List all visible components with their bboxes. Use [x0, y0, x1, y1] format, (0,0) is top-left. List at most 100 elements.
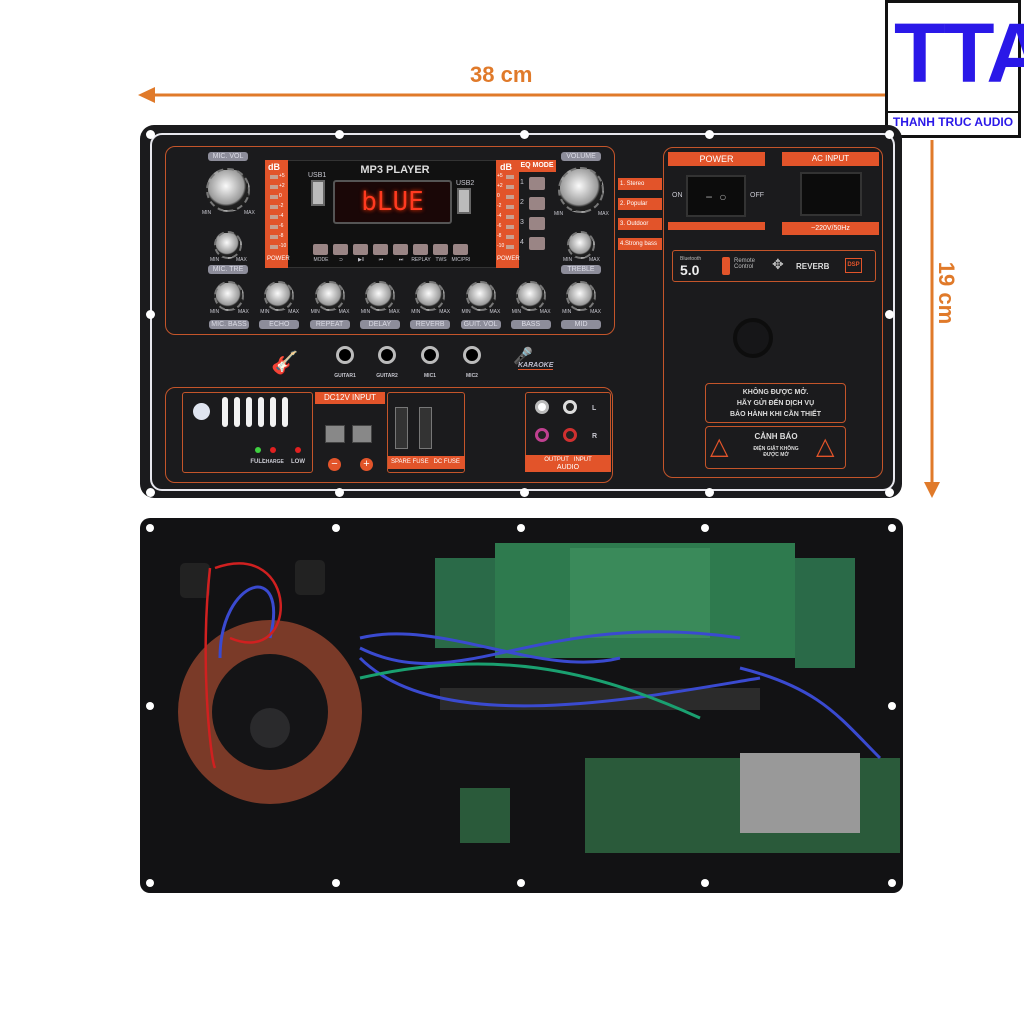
mounting-hole — [520, 488, 529, 497]
mp3-button[interactable] — [413, 244, 428, 255]
knob[interactable] — [364, 281, 395, 311]
ac-rating: ~220V/50Hz — [782, 222, 879, 235]
height-label: 19 cm — [934, 261, 960, 325]
small-pcb — [460, 788, 510, 843]
min-label: MIN — [202, 210, 212, 216]
db-tick: -4 — [279, 213, 284, 219]
mounting-hole — [520, 130, 529, 139]
knob[interactable] — [415, 281, 446, 311]
db-tick: +2 — [497, 183, 503, 189]
jack-label: GUITAR2 — [376, 373, 398, 379]
logo-name: THANH TRUC AUDIO — [888, 111, 1018, 129]
knob-label: MIC. BASS — [209, 320, 249, 329]
knob[interactable] — [264, 281, 295, 311]
knob[interactable] — [567, 231, 595, 259]
min-label: MIN — [360, 309, 371, 315]
max-label: MAX — [236, 257, 247, 263]
mp3-button[interactable] — [393, 244, 408, 255]
spare-fuse[interactable] — [395, 407, 408, 449]
db-led — [506, 205, 514, 209]
width-label: 38 cm — [470, 62, 533, 87]
audio-jack[interactable] — [336, 346, 354, 364]
led-display: bLUE — [333, 180, 452, 224]
knob-label: BASS — [510, 320, 551, 329]
output-r-jack[interactable] — [535, 428, 549, 442]
warning-box: KHÔNG ĐƯỢC MỞ. HÃY GỬI ĐẾN DỊCH VỤ BẢO H… — [705, 383, 846, 423]
mounting-hole — [335, 130, 344, 139]
mounting-screw — [733, 318, 773, 358]
knob[interactable] — [515, 281, 546, 311]
mp3-button-label: MIC/PRI — [451, 257, 471, 263]
input-l-jack[interactable] — [563, 400, 577, 414]
ac-socket-back — [180, 563, 210, 598]
mp3-button[interactable] — [313, 244, 328, 255]
ac-socket[interactable] — [800, 172, 862, 216]
dc-terminal-positive[interactable] — [352, 425, 372, 443]
knob[interactable] — [314, 281, 345, 311]
power-label-right: POWER — [497, 256, 520, 262]
power-switch-back — [295, 560, 325, 595]
knob[interactable] — [214, 281, 244, 311]
input-label: INPUT — [573, 457, 592, 463]
dc-terminal-negative[interactable] — [325, 425, 345, 443]
knob[interactable] — [206, 168, 250, 212]
knob[interactable] — [214, 231, 242, 259]
min-label: MIN — [511, 309, 521, 315]
eq-button[interactable] — [529, 217, 545, 230]
mp3-button[interactable] — [333, 244, 348, 255]
max-label: MAX — [489, 309, 501, 315]
status-led — [295, 447, 301, 453]
db-tick: +5 — [497, 173, 503, 179]
mounting-hole — [335, 488, 344, 497]
input-r-jack[interactable] — [563, 428, 577, 442]
db-tick: -4 — [497, 213, 502, 219]
warning-line: KHÔNG ĐƯỢC MỞ. — [742, 389, 809, 396]
power-title: POWER — [668, 152, 765, 166]
knob[interactable] — [558, 167, 604, 213]
status-led — [255, 447, 261, 453]
mp3-button-label: ▶‖ — [358, 257, 364, 263]
audio-jack[interactable] — [378, 346, 396, 364]
brand-logo: TTA THANH TRUC AUDIO — [885, 0, 1024, 138]
audio-jack[interactable] — [421, 346, 439, 364]
db-tick: +5 — [279, 173, 285, 179]
eq-mode-label: 1. Stereo — [618, 178, 662, 190]
mp3-button[interactable] — [373, 244, 388, 255]
dc-fuse-label: DC FUSE — [433, 459, 460, 465]
eq-button[interactable] — [529, 237, 545, 250]
eq-button-label: 4 — [520, 239, 524, 246]
max-label: MAX — [244, 210, 255, 216]
mp3-button[interactable] — [433, 244, 448, 255]
output-l-jack[interactable] — [535, 400, 549, 414]
knob-label: VOLUME — [561, 152, 601, 161]
audio-jack[interactable] — [463, 346, 481, 364]
min-label: MIN — [461, 309, 471, 315]
power-switch[interactable]: − ○ — [686, 175, 746, 217]
dc-fuse[interactable] — [419, 407, 432, 449]
mp3-button[interactable] — [453, 244, 468, 255]
caution-title: CẢNH BÁO — [754, 432, 798, 441]
mp3-button[interactable] — [353, 244, 368, 255]
usb2-port[interactable] — [457, 188, 471, 214]
max-label: MAX — [238, 309, 249, 315]
db-led — [270, 235, 278, 239]
karaoke-label: KARAOKE — [518, 362, 554, 370]
db-led — [506, 215, 514, 219]
knob-label: REVERB — [410, 320, 451, 329]
eq-mode-label: 3. Outdoor — [618, 218, 662, 230]
min-label: MIN — [563, 257, 573, 263]
mp3-button-label: ⊃ — [338, 257, 344, 263]
knob[interactable] — [465, 281, 496, 311]
knob[interactable] — [566, 281, 597, 311]
db-led — [506, 195, 514, 199]
db-tick: -10 — [497, 243, 505, 249]
jack-label: GUITAR1 — [334, 373, 356, 379]
db-led — [270, 225, 278, 229]
eq-button[interactable] — [529, 177, 545, 190]
eq-button[interactable] — [529, 197, 545, 210]
min-label: MIN — [310, 309, 320, 315]
max-label: MAX — [338, 309, 350, 315]
db-led — [506, 245, 514, 249]
db-tick: -8 — [497, 233, 502, 239]
usb1-port[interactable] — [311, 180, 325, 206]
